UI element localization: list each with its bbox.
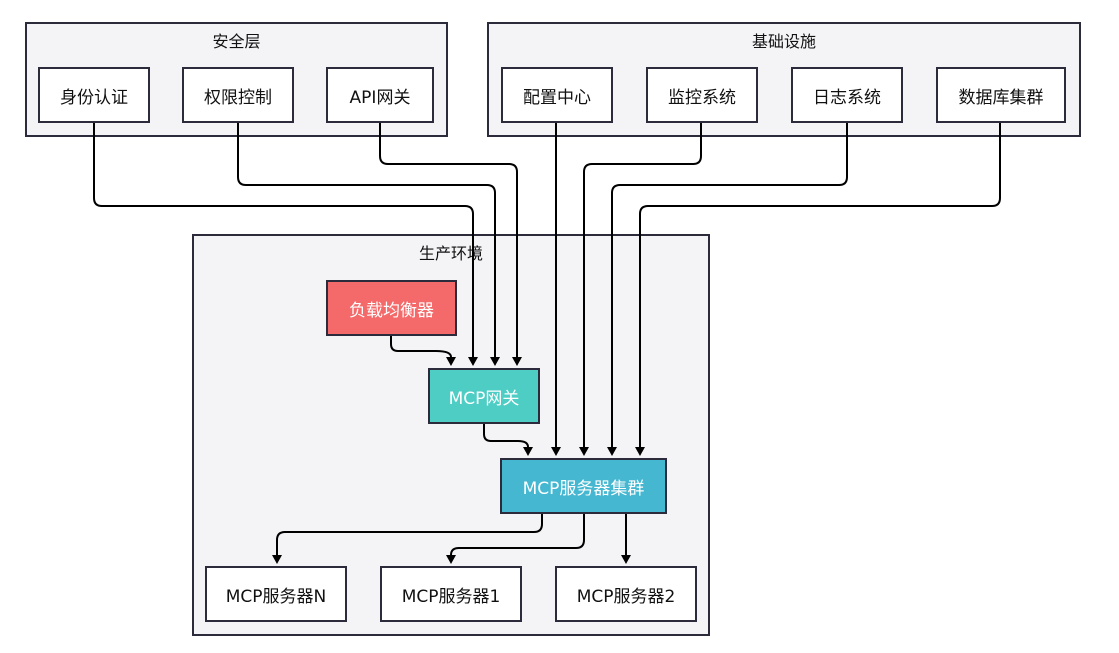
mcp-server-2-label: MCP服务器2 [576, 586, 676, 607]
api-gateway-node: API网关 [326, 67, 434, 123]
monitoring-system-label: 监控系统 [668, 87, 736, 108]
logging-system-label: 日志系统 [813, 87, 881, 108]
mcp-server-cluster-node: MCP服务器集群 [500, 458, 667, 514]
database-cluster-node: 数据库集群 [936, 67, 1066, 123]
api-gateway-label: API网关 [349, 87, 411, 108]
mcp-gateway-label: MCP网关 [448, 388, 520, 409]
config-center-label: 配置中心 [523, 87, 591, 108]
security-layer-title: 安全层 [212, 32, 261, 51]
identity-auth-node: 身份认证 [38, 67, 150, 123]
database-cluster-label: 数据库集群 [958, 87, 1044, 108]
mcp-server-1-node: MCP服务器1 [380, 566, 522, 622]
logging-system-node: 日志系统 [791, 67, 903, 123]
mcp-gateway-node: MCP网关 [428, 368, 540, 424]
mcp-server-n-label: MCP服务器N [225, 586, 327, 607]
mcp-server-cluster-label: MCP服务器集群 [522, 478, 645, 499]
mcp-server-1-label: MCP服务器1 [401, 586, 501, 607]
permission-control-node: 权限控制 [182, 67, 294, 123]
load-balancer-node: 负载均衡器 [326, 280, 457, 336]
monitoring-system-node: 监控系统 [646, 67, 758, 123]
permission-control-label: 权限控制 [204, 87, 272, 108]
mcp-server-n-node: MCP服务器N [205, 566, 347, 622]
identity-auth-label: 身份认证 [60, 87, 128, 108]
infrastructure-title: 基础设施 [751, 32, 816, 51]
mcp-server-2-node: MCP服务器2 [555, 566, 697, 622]
config-center-node: 配置中心 [501, 67, 613, 123]
load-balancer-label: 负载均衡器 [349, 300, 434, 321]
production-environment-title: 生产环境 [418, 244, 483, 263]
